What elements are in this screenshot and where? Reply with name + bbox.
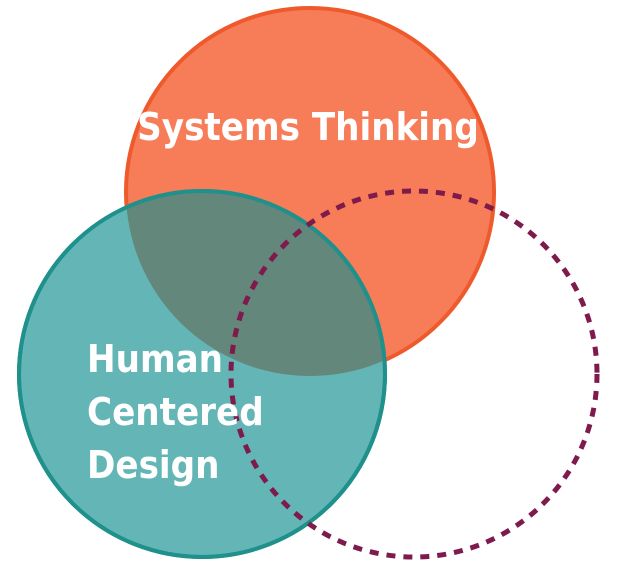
- human-centered-design-circle-border: [17, 189, 387, 559]
- human-centered-design-label-line-1: Human: [87, 337, 223, 381]
- dashed-third-circle: [228, 188, 600, 560]
- human-centered-design-label-line-2: Centered: [87, 390, 264, 434]
- systems-thinking-label: Systems Thinking: [137, 105, 479, 149]
- human-centered-design-label-line-3: Design: [87, 443, 219, 487]
